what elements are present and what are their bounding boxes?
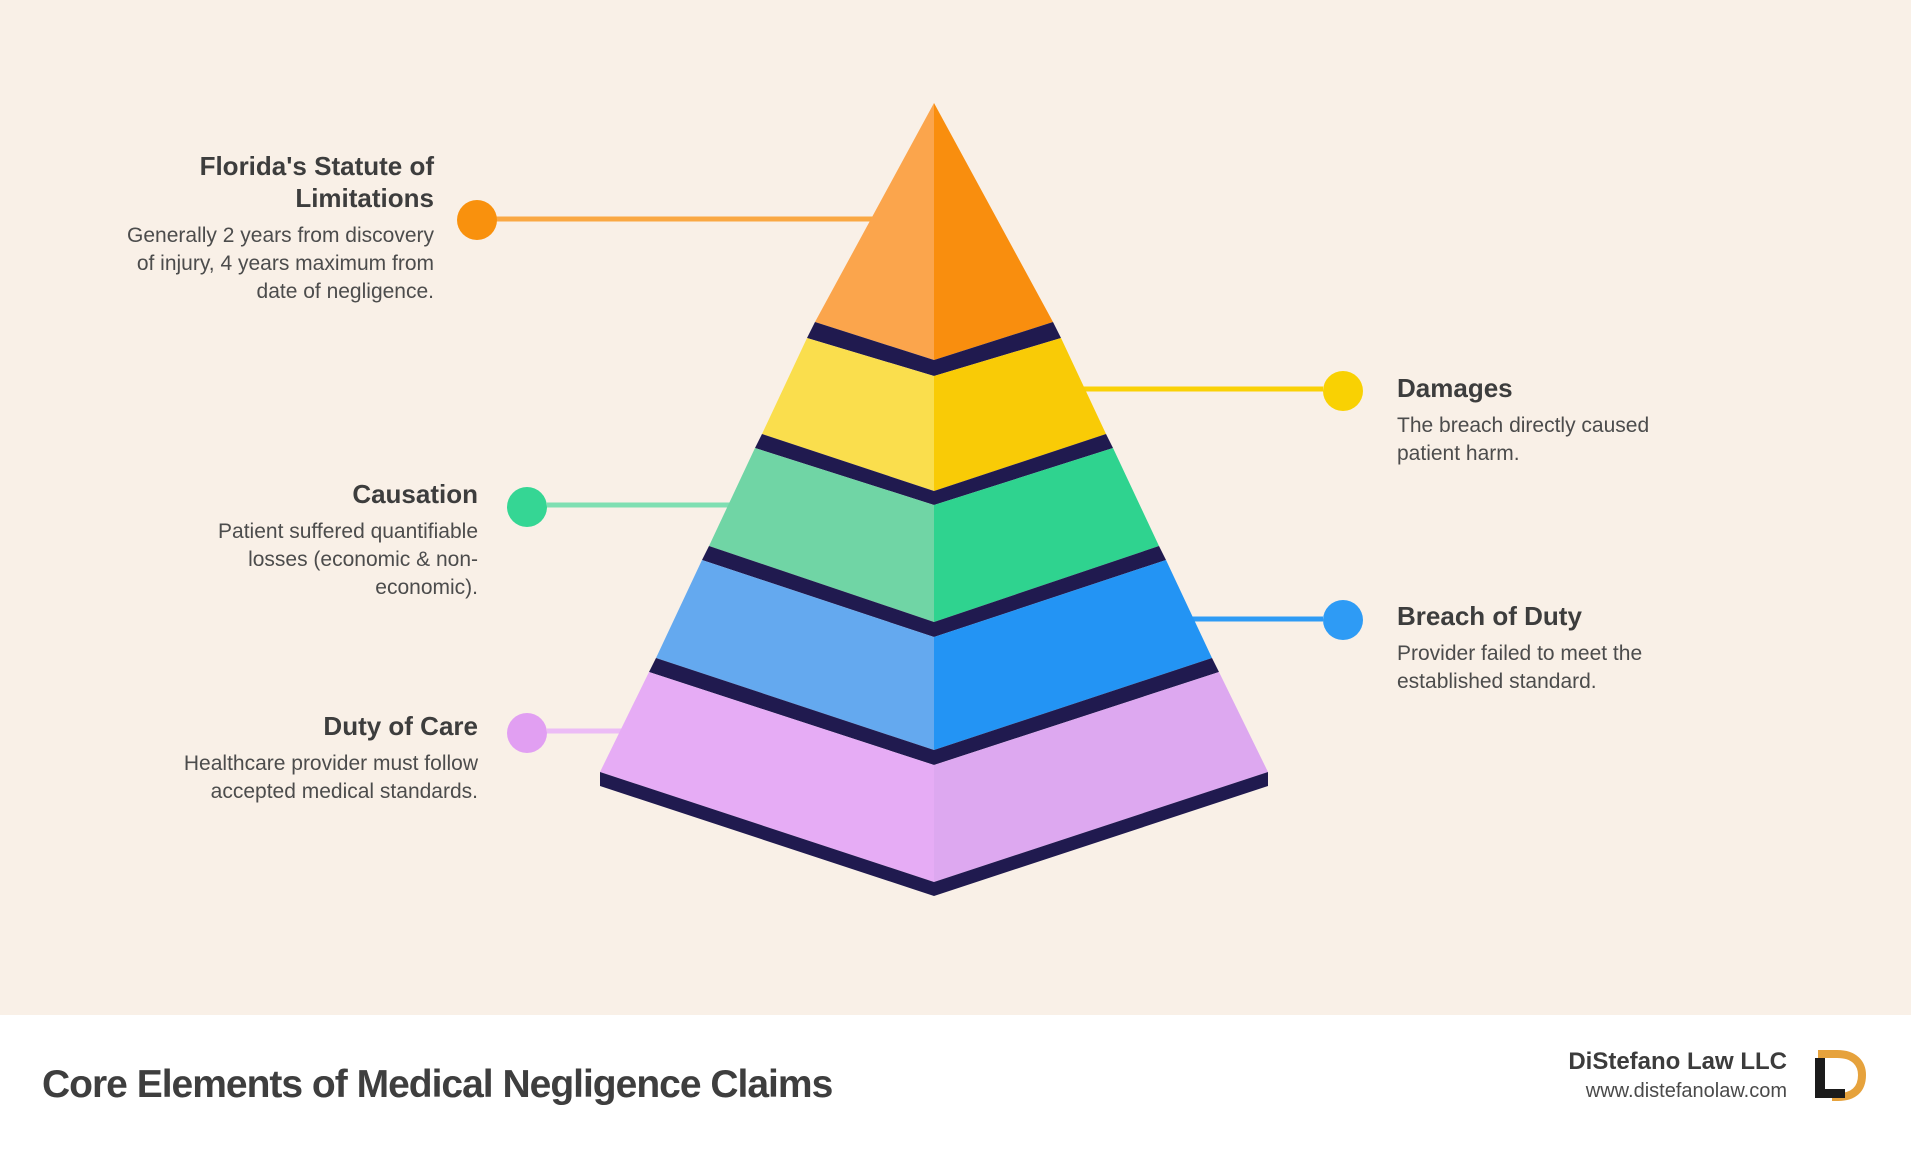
statute-marker-dot	[457, 200, 497, 240]
brand-website: www.distefanolaw.com	[1585, 1080, 1787, 1102]
pyramid-divider-band-2	[755, 434, 1113, 505]
damages-marker-dot	[1323, 371, 1363, 411]
pyramid-level-causation-right-face	[934, 448, 1159, 622]
pyramid-level-statute-left-face	[815, 103, 934, 360]
statute-heading: Florida's Statute of Limitations	[199, 151, 434, 213]
damages-label: Damages The breach directly caused patie…	[1397, 372, 1727, 468]
duty-heading: Duty of Care	[323, 711, 478, 741]
breach-label: Breach of Duty Provider failed to meet t…	[1397, 600, 1727, 696]
pyramid-level-causation-left-face	[709, 448, 934, 622]
footer-bar: Core Elements of Medical Negligence Clai…	[0, 1015, 1911, 1160]
page-title: Core Elements of Medical Negligence Clai…	[42, 1063, 833, 1106]
breach-marker-dot	[1323, 600, 1363, 640]
breach-description: Provider failed to meet the established …	[1397, 642, 1643, 693]
statute-description: Generally 2 years from discovery of inju…	[127, 224, 434, 303]
duty-label: Duty of Care Healthcare provider must fo…	[148, 710, 478, 806]
logo-d-shape	[1818, 1050, 1867, 1101]
pyramid-level-damages-right-face	[934, 338, 1106, 491]
logo-l-foot	[1815, 1089, 1845, 1098]
causation-heading: Causation	[352, 479, 478, 509]
breach-heading: Breach of Duty	[1397, 601, 1582, 631]
causation-description: Patient suffered quantifiable losses (ec…	[218, 520, 478, 599]
damages-heading: Damages	[1397, 373, 1513, 403]
causation-label: Causation Patient suffered quantifiable …	[158, 478, 478, 602]
damages-description: The breach directly caused patient harm.	[1397, 414, 1650, 465]
law-firm-logo-icon	[1815, 1050, 1867, 1101]
pyramid-level-breach-right-face	[934, 560, 1212, 750]
pyramid-level-duty-right-face	[934, 672, 1268, 882]
brand-name: DiStefano Law LLC	[1568, 1048, 1787, 1075]
brand-block: DiStefano Law LLC www.distefanolaw.com	[1568, 1048, 1787, 1104]
duty-marker-dot	[507, 713, 547, 753]
pyramid-divider-band-1	[807, 322, 1061, 376]
pyramid-level-statute-right-face	[934, 103, 1053, 360]
pyramid-level-breach-left-face	[656, 560, 934, 750]
pyramid-level-duty-left-face	[600, 672, 934, 882]
logo-l-vertical	[1815, 1058, 1825, 1098]
statute-label: Florida's Statute of Limitations General…	[114, 150, 434, 306]
duty-description: Healthcare provider must follow accepted…	[183, 752, 478, 803]
pyramid-level-damages-left-face	[762, 338, 934, 491]
causation-marker-dot	[507, 487, 547, 527]
